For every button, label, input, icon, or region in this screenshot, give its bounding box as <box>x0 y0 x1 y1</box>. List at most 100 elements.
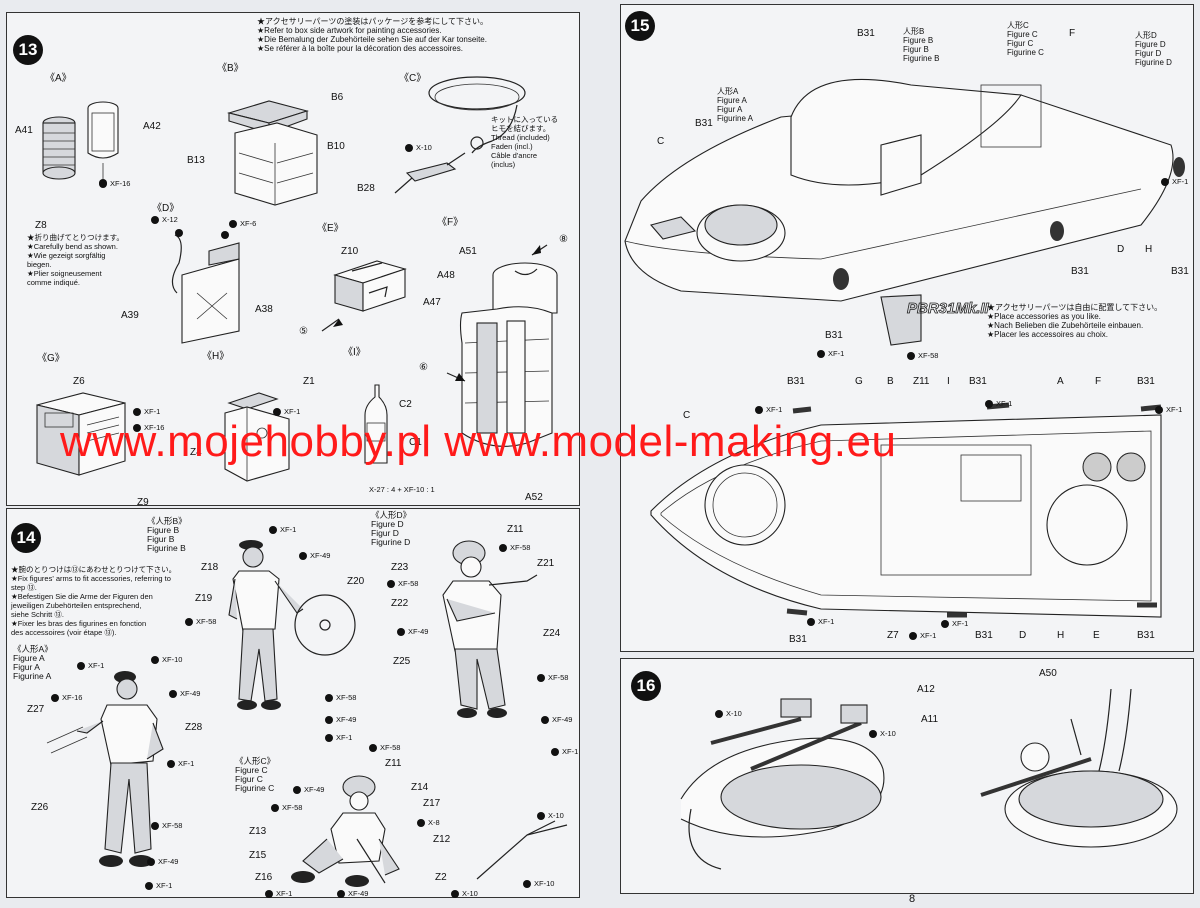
paint-c-1: XF-58 <box>369 743 400 752</box>
sub-g: 《G》 <box>37 353 65 364</box>
label-a39: A39 <box>121 310 139 321</box>
painting-note: ★アクセサリーパーツの塗装はパッケージを参考にして下さい。★Refer to b… <box>257 17 488 53</box>
paint-xf1-6: XF-1 <box>807 617 834 626</box>
label-b28: B28 <box>357 183 375 194</box>
label-a38: A38 <box>255 304 273 315</box>
paint-d-1: XF-58 <box>499 543 530 552</box>
label-c1: C1 <box>409 437 422 448</box>
paint-xf1-8: XF-1 <box>941 619 968 628</box>
sub-b: 《B》 <box>217 63 244 74</box>
paint-d-5: XF-49 <box>541 715 572 724</box>
step-14-number: 14 <box>11 523 41 553</box>
label-z6: Z6 <box>73 376 85 387</box>
label-z11: Z11 <box>913 376 930 387</box>
paint-d-2: XF-58 <box>387 579 418 588</box>
paint-a-5: XF-1 <box>167 759 194 768</box>
sub-i: 《I》 <box>343 347 366 358</box>
thread-note: キットに入っているヒモを結びます。Thread (included)Faden … <box>491 115 559 169</box>
paint-a-7: XF-49 <box>147 857 178 866</box>
paint-b-1: XF-1 <box>269 525 296 534</box>
label-a: A <box>1057 376 1064 387</box>
label-z15: Z15 <box>249 850 267 861</box>
label-b13: B13 <box>187 155 205 166</box>
label-z19: Z19 <box>195 593 213 604</box>
step-16-number: 16 <box>631 671 661 701</box>
sub-c: 《C》 <box>399 73 427 84</box>
label-b31-3: B31 <box>1071 266 1089 277</box>
label-x10-a: X-10 <box>537 811 564 820</box>
label-z25: Z25 <box>393 656 411 667</box>
figures-drawing <box>46 540 568 887</box>
label-h-2: H <box>1057 630 1065 641</box>
sub-d: 《D》 <box>152 203 180 214</box>
label-x10-a: X-10 <box>715 709 742 718</box>
part-a-drawing <box>36 76 558 482</box>
label-z7: Z7 <box>887 630 899 641</box>
page-number: 8 <box>909 893 916 905</box>
paint-a-6: XF-58 <box>151 821 182 830</box>
bend-note: ★折り曲げてとりつけます。★Carefully bend as shown.★W… <box>27 233 124 287</box>
step-15-number: 15 <box>625 11 655 41</box>
arrow-5: ⑤ <box>299 326 308 337</box>
step-13-panel: 13 ★アクセサリーパーツの塗装はパッケージを参考にして下さい。★Refer t… <box>6 12 580 508</box>
label-h-1: H <box>1145 244 1153 255</box>
hull-text: PBR31Mk.II <box>907 300 990 317</box>
accessory-note: ★アクセサリーパーツは自由に配置して下さい。★Place accessories… <box>987 303 1163 339</box>
paint-a-2: XF-10 <box>151 655 182 664</box>
paint-b-2: XF-49 <box>299 551 330 560</box>
paint-d-6: XF-1 <box>551 747 578 756</box>
label-z11: Z11 <box>507 524 524 535</box>
paint-xf1-5: XF-1 <box>1155 405 1182 414</box>
label-z21: Z21 <box>537 558 555 569</box>
label-z12: Z12 <box>433 834 451 845</box>
paint-a-4: XF-49 <box>169 689 200 698</box>
label-z18: Z18 <box>201 562 219 573</box>
paint-xf1-h: XF-1 <box>273 407 300 416</box>
label-e: E <box>1093 630 1100 641</box>
label-a52: A52 <box>525 492 543 503</box>
paint-x12: X-12 <box>151 215 178 224</box>
label-b31-6: B31 <box>787 376 805 387</box>
label-i: I <box>947 376 950 387</box>
paint-c-6: XF-49 <box>337 889 368 898</box>
label-b31-10: B31 <box>975 630 993 641</box>
sub-f: 《F》 <box>437 217 464 228</box>
label-d-1: D <box>1117 244 1125 255</box>
label-z13: Z13 <box>249 826 267 837</box>
label-c-2: C <box>683 410 691 421</box>
label-z16: Z16 <box>255 872 273 883</box>
label-a50: A50 <box>1039 668 1057 679</box>
boat-drawing: PBR31Mk.II <box>624 78 1185 618</box>
sub-a: 《A》 <box>45 73 72 84</box>
label-b31-5: B31 <box>825 330 843 341</box>
label-b31-1: B31 <box>857 28 875 39</box>
label-g: G <box>855 376 863 387</box>
label-a42: A42 <box>143 121 161 132</box>
label-a41: A41 <box>15 125 33 136</box>
arrow-6: ⑥ <box>419 362 428 373</box>
paint-a-3: XF-16 <box>51 693 82 702</box>
arms-note: ★腕のとりつけは⑬にあわせとりつけて下さい。★Fix figures' arms… <box>11 565 177 637</box>
step-13-number: 13 <box>13 35 43 65</box>
paint-xf6: XF-6 <box>229 219 256 228</box>
arrow-8: ⑧ <box>559 234 568 245</box>
label-x10-b: X-10 <box>451 889 478 898</box>
paint-mix: X-27 : 4 + XF-10 : 1 <box>369 485 435 494</box>
label-b10: B10 <box>327 141 345 152</box>
paint-x10: X-10 <box>405 143 432 152</box>
turret-drawing <box>680 688 1178 870</box>
label-z23: Z23 <box>391 562 409 573</box>
label-b31-4: B31 <box>1171 266 1189 277</box>
paint-a-8: XF-1 <box>145 881 172 890</box>
paint-b-4: XF-58 <box>325 693 356 702</box>
label-z14: Z14 <box>411 782 429 793</box>
step-16-panel: 16 A12 A11 X-10 X-10 A50 <box>620 658 1194 894</box>
paint-xf1-g: XF-1 <box>133 407 160 416</box>
